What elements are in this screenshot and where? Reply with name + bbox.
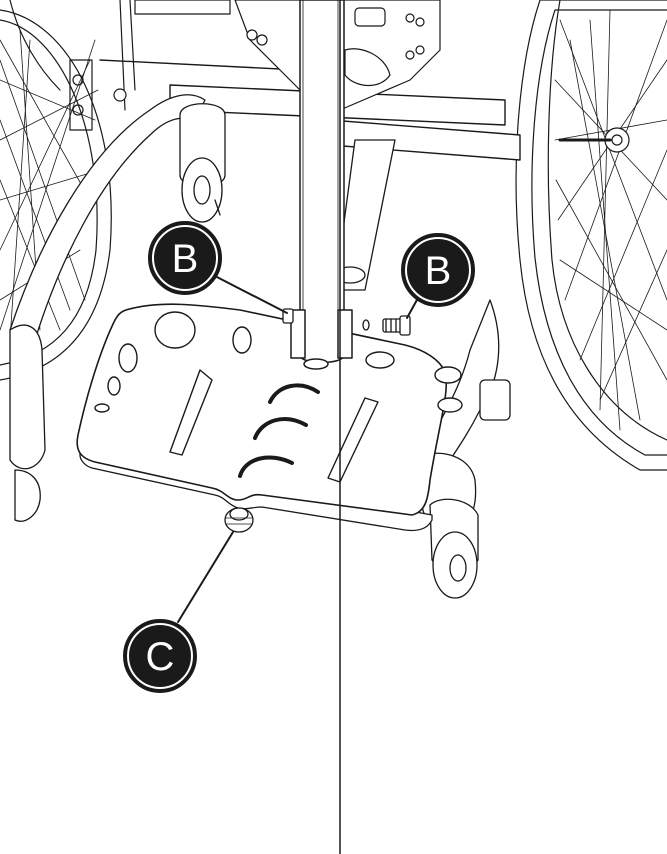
callout-c: C: [123, 619, 197, 693]
right-wheel-spokes: [554, 9, 667, 431]
left-wheel-spokes: [0, 29, 101, 341]
leader-line-c: [177, 531, 234, 623]
right-wheel: [515, 0, 667, 471]
left-wheel: [0, 0, 112, 381]
left-caster: [179, 103, 226, 223]
callout-b-left-label: B: [172, 237, 199, 281]
central-post: [290, 0, 353, 370]
footplate: [76, 303, 463, 532]
diagonal-strut: [334, 139, 396, 291]
callout-b-right: B: [401, 233, 475, 307]
right-caster: [429, 498, 479, 599]
leader-line-b-left: [212, 274, 288, 314]
callout-b-right-label: B: [425, 249, 452, 293]
leader-lines: [177, 274, 419, 623]
callout-b-left: B: [148, 221, 222, 295]
bolt-right: [362, 315, 411, 336]
left-side-tube: [9, 94, 206, 522]
leader-line-b-right: [406, 297, 419, 319]
callout-c-label: C: [146, 635, 175, 679]
adjustment-knob: [224, 507, 254, 533]
